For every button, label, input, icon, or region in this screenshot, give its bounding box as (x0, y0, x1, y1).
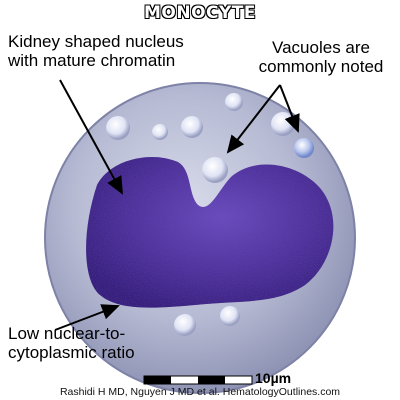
vacuole (152, 124, 168, 140)
vacuole (181, 116, 203, 138)
arrow-to-ratio (54, 304, 120, 331)
credit-line: Rashidi H MD, Nguyen J MD et al. Hematol… (59, 386, 341, 398)
vacuole (202, 157, 228, 183)
ratio-label: Low nuclear-to- cytoplasmic ratio (8, 324, 178, 362)
vacuoles-label: Vacuoles are commonly noted (246, 38, 396, 76)
nucleus-chromatin-texture (86, 156, 334, 308)
nucleus-label-line-1: Kidney shaped nucleus (8, 32, 184, 51)
vacuoles-label-line-2: commonly noted (258, 57, 384, 76)
vacuole (174, 314, 196, 336)
vacuole (294, 138, 314, 158)
scale-bar-label: 10µm (255, 370, 292, 386)
arrow-to-nucleus (59, 79, 123, 195)
vacuole (106, 116, 130, 140)
scale-bar (143, 375, 253, 385)
vacuole (220, 306, 240, 326)
arrow-to-vacuole-1 (226, 84, 281, 154)
nucleus-label: Kidney shaped nucleus with mature chroma… (8, 32, 238, 70)
vacuoles-label-line-1: Vacuoles are (272, 38, 370, 57)
figure-title: MONOCYTE (143, 3, 257, 24)
nucleus-label-line-2: with mature chromatin (8, 51, 176, 70)
ratio-label-line-1: Low nuclear-to- (8, 324, 126, 343)
cell-membrane (44, 82, 356, 394)
arrow-to-vacuole-2 (279, 84, 300, 133)
ratio-label-line-2: cytoplasmic ratio (8, 343, 135, 362)
vacuole (225, 93, 243, 111)
